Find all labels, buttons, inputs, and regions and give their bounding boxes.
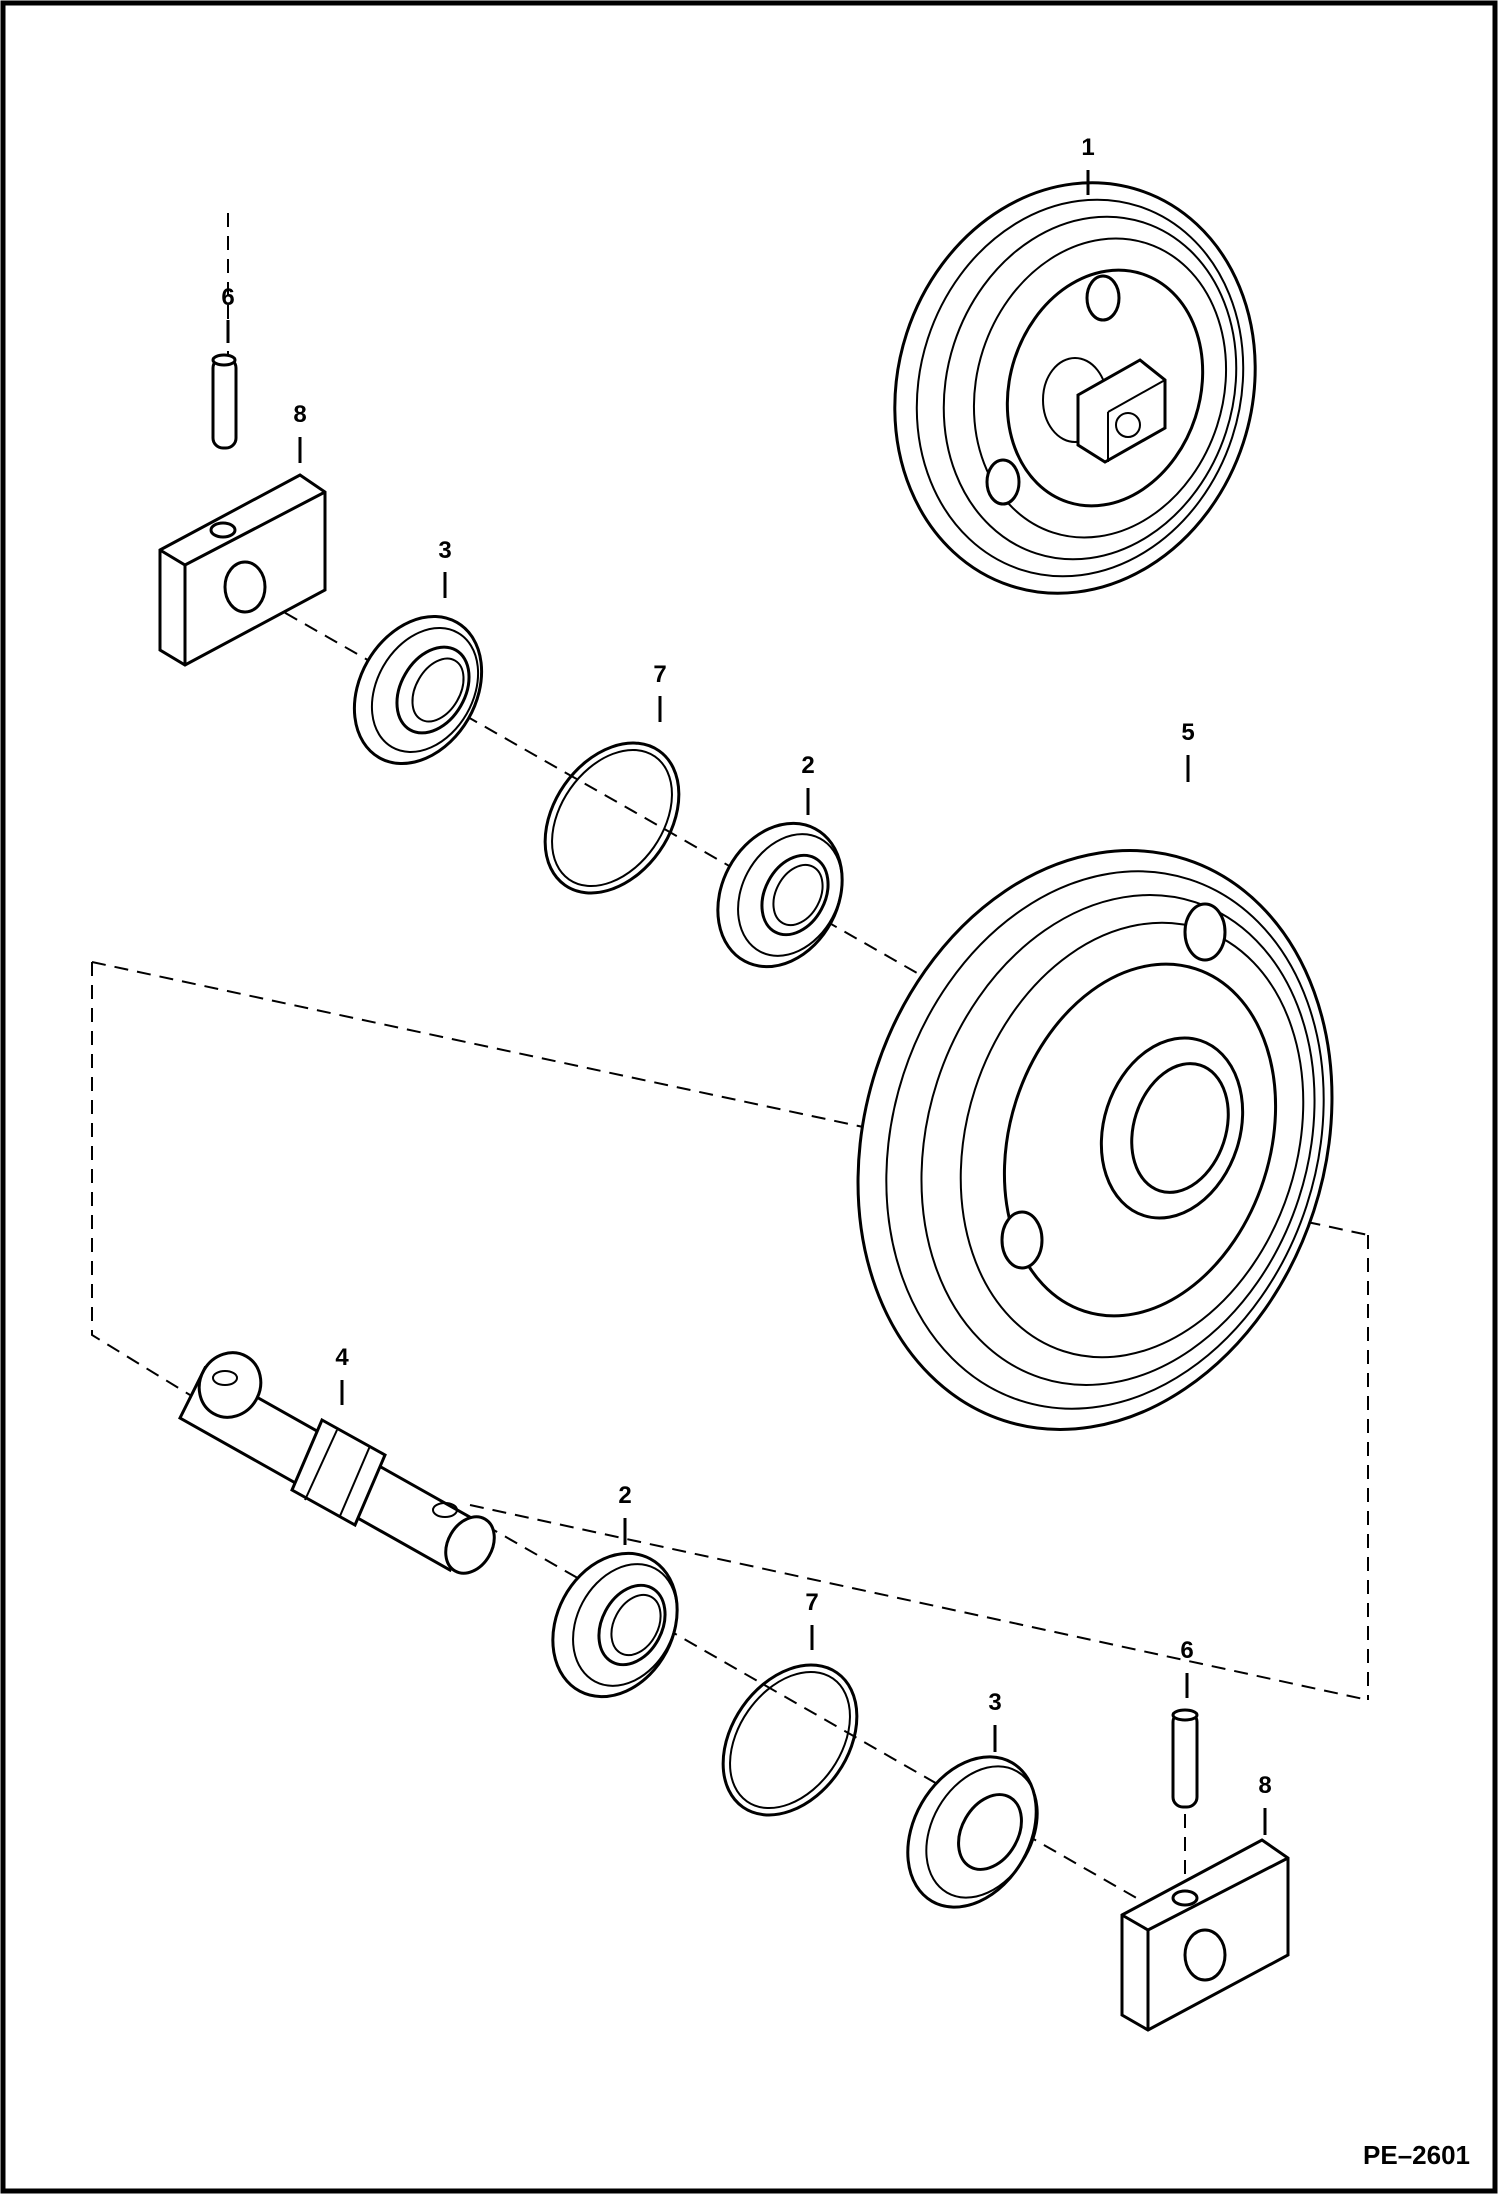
- svg-text:3: 3: [988, 1689, 1001, 1716]
- callout-bearing-lower: 2: [618, 1482, 632, 1545]
- callout-ring-upper: 7: [653, 661, 667, 722]
- callout-idler-assembly: 1: [1081, 134, 1095, 195]
- svg-text:2: 2: [618, 1482, 631, 1509]
- pin-upper: [211, 353, 238, 450]
- shaft: [178, 1351, 496, 1575]
- idler-wheel: [856, 849, 1334, 1431]
- seal-upper: [352, 614, 484, 766]
- svg-text:3: 3: [438, 537, 451, 564]
- svg-text:7: 7: [805, 1589, 818, 1616]
- svg-text:8: 8: [293, 401, 306, 428]
- svg-text:6: 6: [1180, 1637, 1193, 1664]
- callout-bearing-upper: 2: [801, 752, 815, 815]
- figure-id: PE–2601: [1363, 2140, 1470, 2170]
- svg-text:1: 1: [1081, 134, 1094, 161]
- pin-lower: [1171, 1708, 1199, 1809]
- svg-text:7: 7: [653, 661, 666, 688]
- svg-text:8: 8: [1258, 1772, 1271, 1799]
- callout-idler-wheel: 5: [1181, 719, 1195, 782]
- callout-bracket-upper: 8: [293, 401, 307, 463]
- bearing-lower: [551, 1551, 679, 1699]
- ring-lower: [721, 1663, 859, 1817]
- svg-text:5: 5: [1181, 719, 1194, 746]
- idler-assembly: [893, 181, 1257, 595]
- svg-text:6: 6: [221, 284, 234, 311]
- ring-upper: [543, 741, 681, 895]
- callout-seal-upper: 3: [438, 537, 452, 598]
- callout-seal-lower: 3: [988, 1689, 1002, 1752]
- seal-lower: [906, 1755, 1039, 1909]
- callout-pin-upper: 6: [221, 284, 235, 343]
- bracket-upper: [158, 473, 327, 667]
- callout-bracket-lower: 8: [1258, 1772, 1272, 1835]
- bearing-upper: [716, 821, 844, 969]
- callout-ring-lower: 7: [805, 1589, 819, 1650]
- callout-shaft: 4: [335, 1344, 349, 1405]
- bracket-lower: [1120, 1838, 1290, 2032]
- svg-text:2: 2: [801, 752, 814, 779]
- callout-pin-lower: 6: [1180, 1637, 1194, 1698]
- svg-text:4: 4: [335, 1344, 349, 1371]
